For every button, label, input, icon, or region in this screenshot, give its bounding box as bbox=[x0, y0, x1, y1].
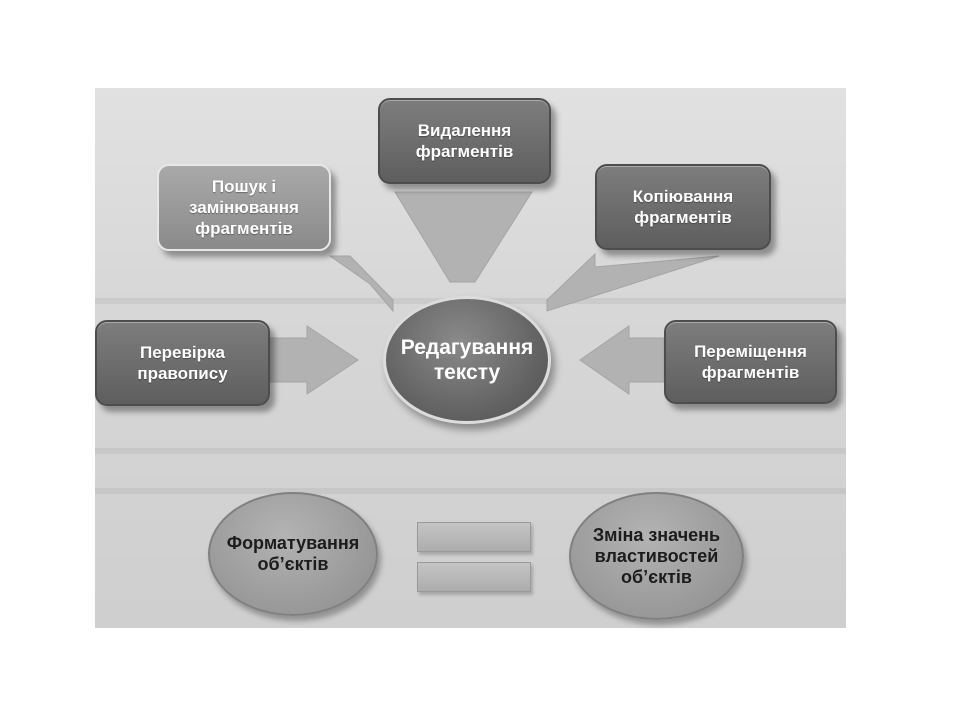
center-label: Редагування тексту bbox=[400, 336, 534, 384]
node-label: Видалення фрагментів bbox=[415, 121, 514, 161]
equals-sign-top bbox=[417, 522, 531, 552]
bottom-formatting-objects: Форматування об’єктів bbox=[208, 492, 378, 616]
node-move-fragments: Переміщення фрагментів bbox=[664, 320, 837, 404]
background-texture bbox=[95, 448, 846, 454]
arrow-search-to-center bbox=[328, 255, 394, 313]
node-copy-fragments: Копіювання фрагментів bbox=[595, 164, 771, 250]
center-text-editing: Редагування тексту bbox=[383, 296, 551, 424]
node-label: Копіювання фрагментів bbox=[632, 187, 734, 227]
bottom-left-label: Форматування об’єктів bbox=[226, 533, 360, 574]
node-label: Пошук і замінювання фрагментів bbox=[189, 177, 299, 238]
node-label: Переміщення фрагментів bbox=[694, 342, 807, 382]
background-texture bbox=[95, 488, 846, 494]
editing-diagram: Видалення фрагментів Пошук і замінювання… bbox=[95, 88, 846, 628]
equals-sign-bottom bbox=[417, 562, 531, 592]
bottom-right-label: Зміна значень властивостей об’єктів bbox=[592, 524, 721, 587]
node-spell-check: Перевірка правопису bbox=[95, 320, 270, 406]
arrows-layer bbox=[269, 191, 720, 395]
arrow-spell-to-center bbox=[269, 325, 359, 395]
arrow-delete-to-center bbox=[394, 191, 533, 283]
bottom-change-properties: Зміна значень властивостей об’єктів bbox=[569, 492, 744, 620]
node-delete-fragments: Видалення фрагментів bbox=[378, 98, 551, 184]
arrow-move-to-center bbox=[579, 325, 665, 395]
node-label: Перевірка правопису bbox=[137, 343, 228, 383]
node-search-replace: Пошук і замінювання фрагментів bbox=[157, 164, 331, 251]
arrow-copy-to-center bbox=[546, 252, 720, 312]
